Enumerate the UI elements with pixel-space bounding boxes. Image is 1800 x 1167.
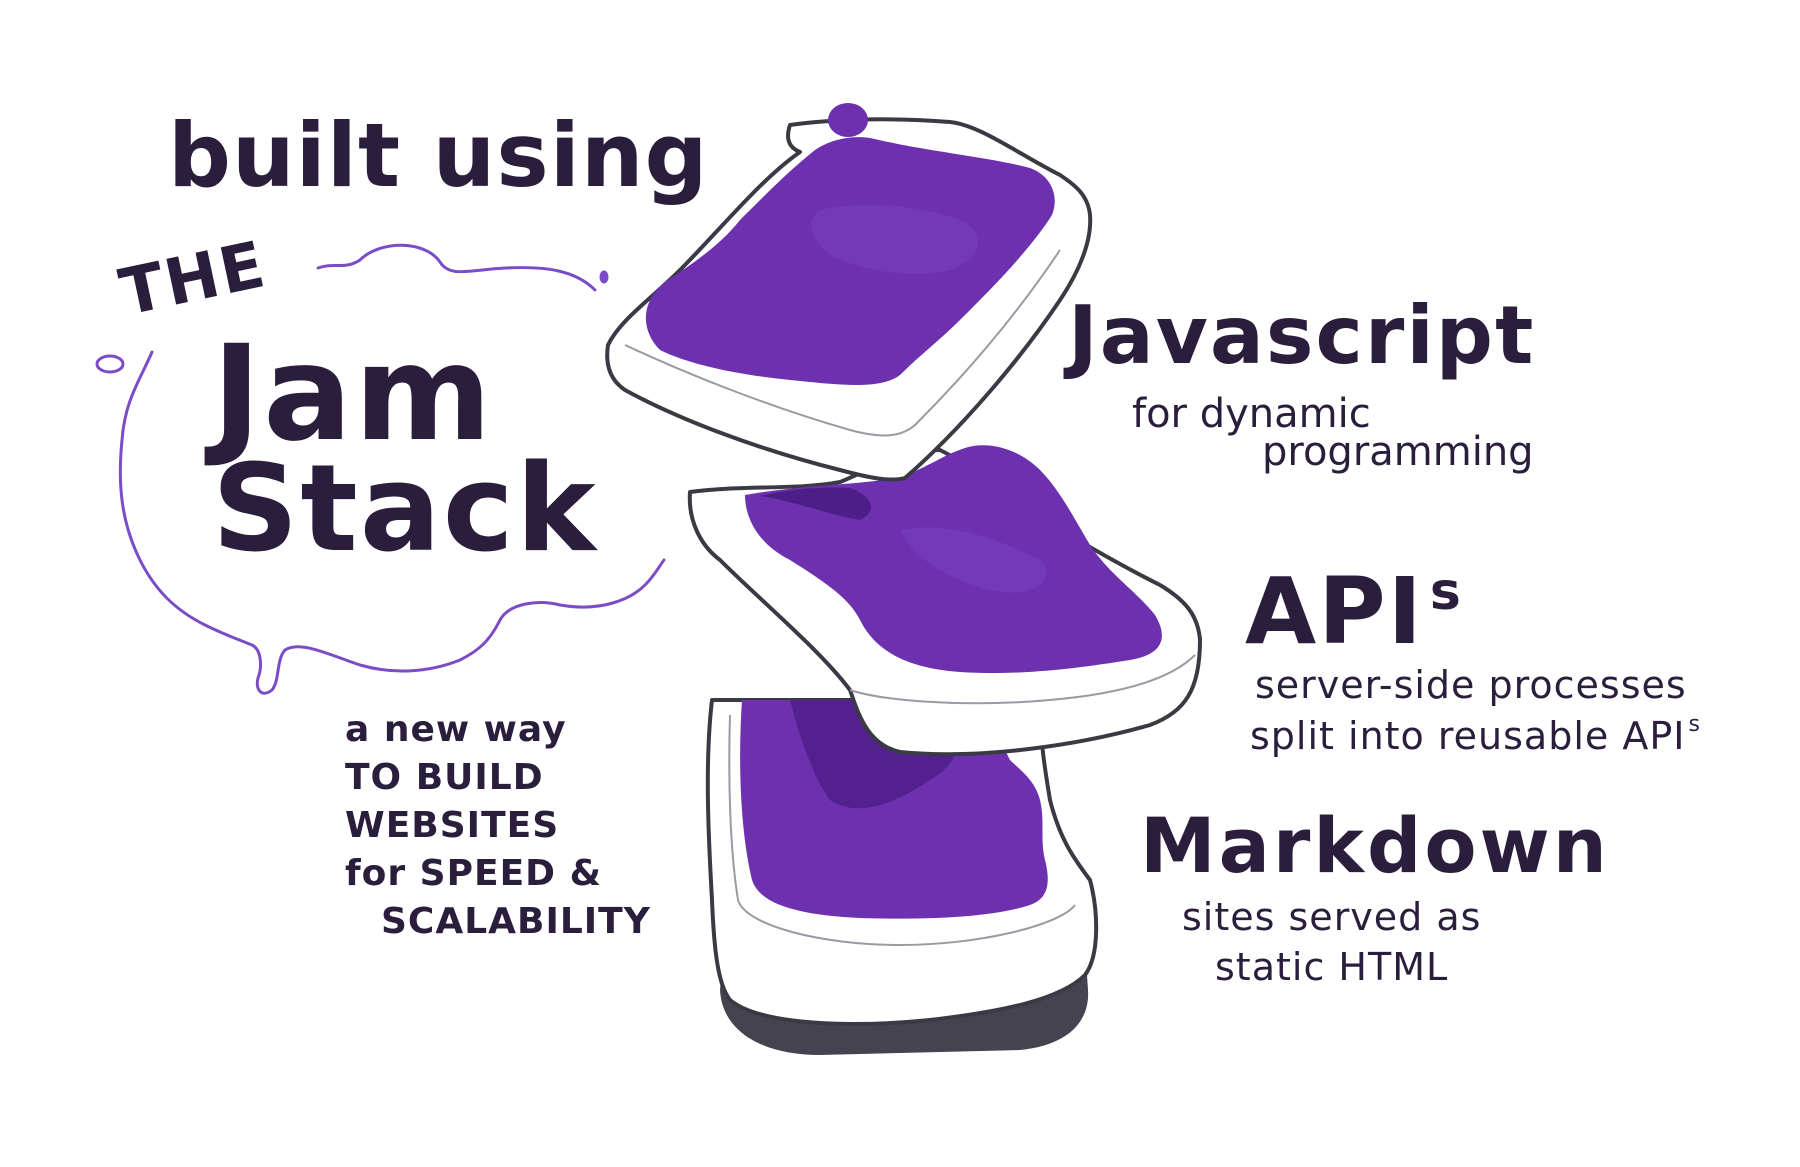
title-stack: Stack xyxy=(212,440,598,579)
heading-superscript: s xyxy=(1429,562,1463,622)
description-superscript: s xyxy=(1688,712,1701,737)
section-description-apis: server-side processes xyxy=(1255,663,1687,707)
tagline-line: a new way xyxy=(345,709,567,750)
tagline: a new way TO BUILD WEBSITES for SPEED & … xyxy=(345,706,651,946)
tagline-line: SCALABILITY xyxy=(381,901,651,942)
top-toast-slice-icon xyxy=(605,103,1093,482)
tagline-line: TO BUILD xyxy=(345,757,544,798)
section-description-markdown: static HTML xyxy=(1215,945,1449,989)
section-heading-markdown: Markdown xyxy=(1140,801,1610,890)
section-description-javascript: programming xyxy=(1262,429,1534,475)
jam-splat-outline-icon xyxy=(95,243,666,695)
tagline-line: WEBSITES xyxy=(345,805,560,846)
section-description-markdown: sites served as xyxy=(1182,895,1482,939)
title-prefix: built using xyxy=(168,104,709,207)
heading-text: API xyxy=(1245,558,1424,665)
section-description-javascript: for dynamic xyxy=(1132,391,1371,437)
title-jam: Jam xyxy=(212,317,494,471)
description-text: split into reusable API xyxy=(1250,714,1686,758)
section-heading-javascript: Javascript xyxy=(1068,289,1536,382)
tagline-line: for SPEED & xyxy=(345,853,602,894)
middle-toast-slice-icon xyxy=(687,445,1202,757)
